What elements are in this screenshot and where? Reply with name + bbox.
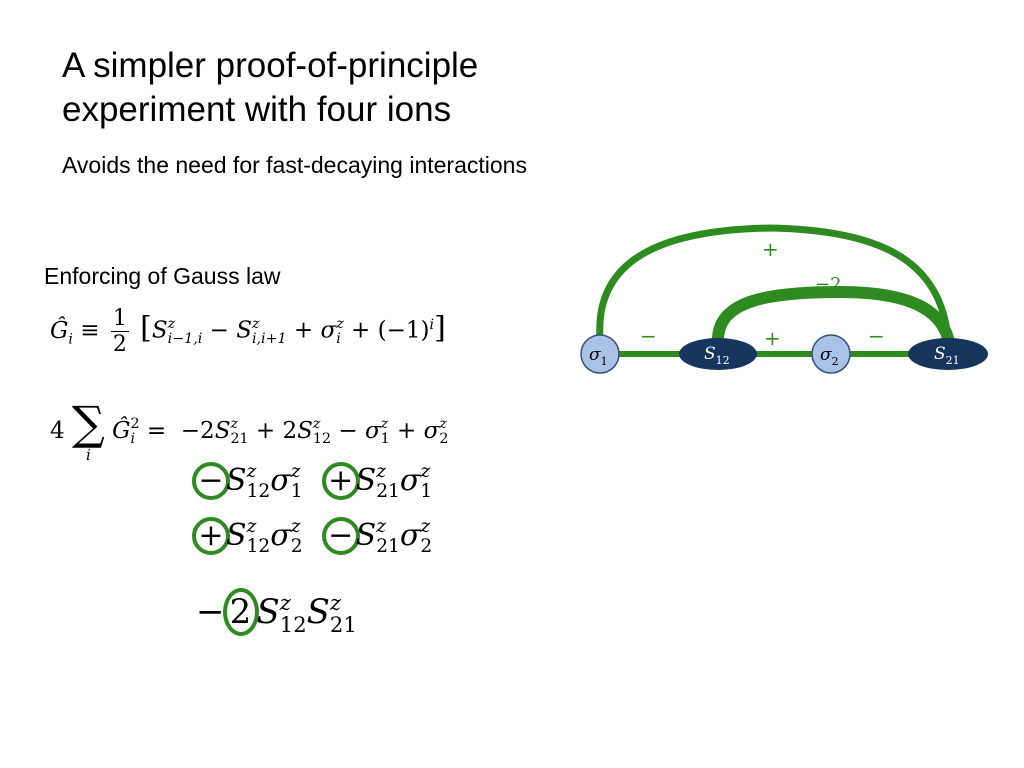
edge-label-2: + [764, 326, 781, 350]
sum-symbol: ∑ [71, 396, 105, 450]
outer-arc [596, 224, 952, 342]
sign-circle: − [192, 462, 230, 500]
svg-text:S21: S21 [934, 344, 960, 367]
ion-chain-diagram: + −2 − + − σ1 S12 σ2 S21 [580, 224, 988, 374]
svg-text:σ2: σ2 [820, 345, 839, 368]
node-sigma1: σ1 [580, 334, 620, 374]
sum-coefficient: 4 [50, 418, 65, 444]
node-sigma2: σ2 [811, 334, 851, 374]
title-line-2: experiment with four ions [62, 90, 452, 129]
node-s12: S12 [679, 338, 757, 370]
coefficient-circle: 2 [222, 588, 259, 636]
slide-title: A simpler proof-of-principle experiment … [62, 44, 478, 132]
edge-label-3: − [868, 324, 885, 348]
edge-label-1: − [640, 324, 657, 348]
outer-arc-label: + [762, 237, 779, 261]
title-line-1: A simpler proof-of-principle [62, 46, 479, 85]
inner-arc-label: −2 [815, 274, 842, 295]
inner-arc [712, 285, 954, 344]
slide-subtitle: Avoids the need for fast-decaying intera… [62, 152, 527, 178]
one-half-fraction: 1 2 [110, 306, 129, 357]
sign-circle: + [192, 517, 230, 555]
svg-text:S12: S12 [704, 344, 730, 367]
section-label: Enforcing of Gauss law [44, 263, 281, 289]
interaction-lines [596, 224, 954, 357]
svg-text:σ1: σ1 [589, 345, 608, 368]
node-s21: S21 [908, 338, 988, 370]
sign-circle: − [321, 517, 360, 555]
sign-circle: + [321, 462, 360, 500]
